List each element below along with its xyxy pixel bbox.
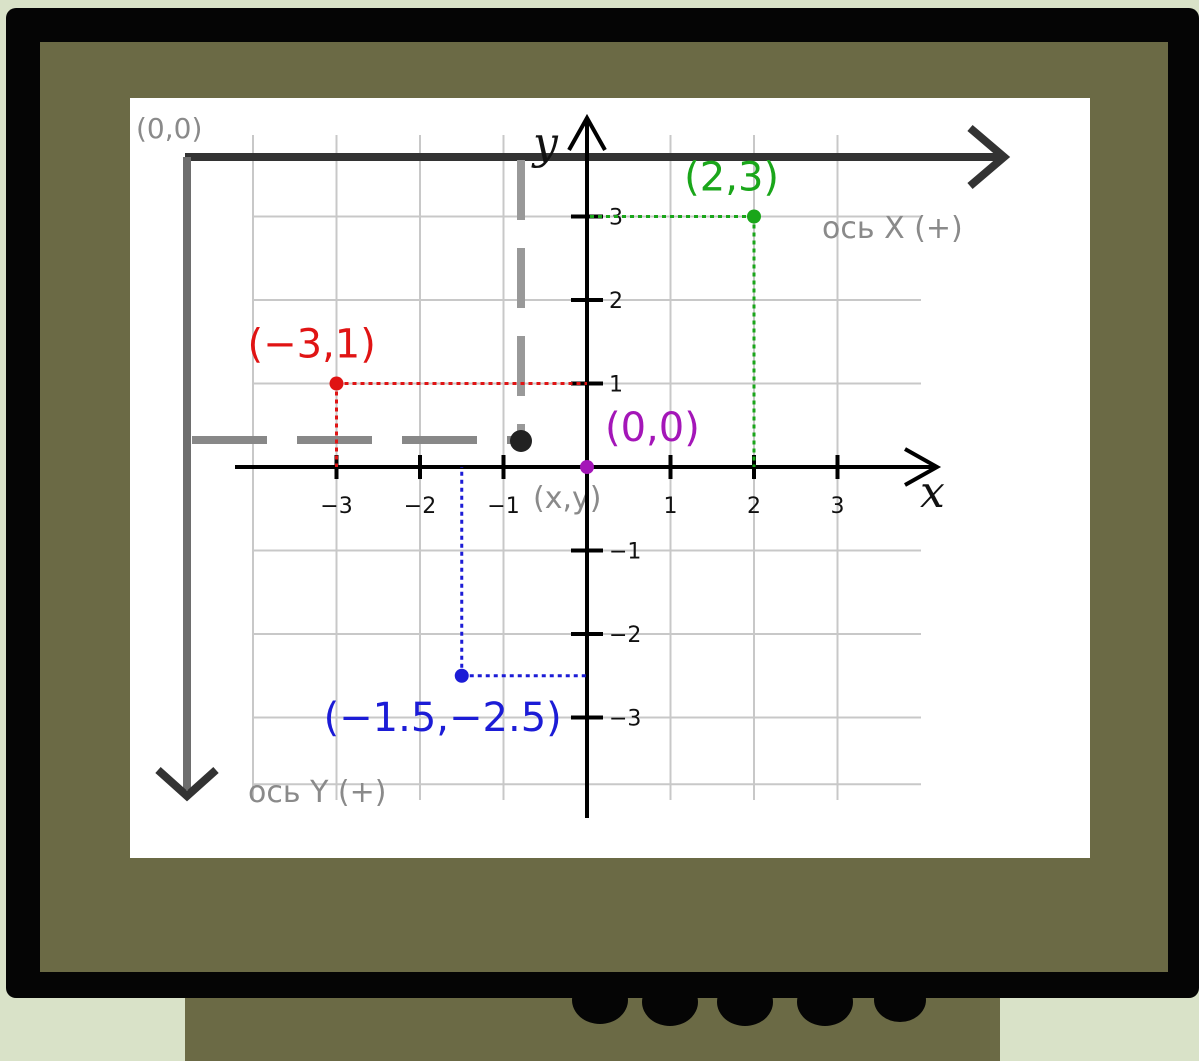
screen-origin-label: (0,0) [136, 112, 202, 145]
x-tick-label: −1 [487, 494, 519, 519]
data-point [747, 209, 761, 224]
x-tick-label: −3 [320, 494, 352, 519]
point-guide-line [587, 215, 756, 467]
point-guides [335, 215, 756, 678]
point-label: (2,3) [684, 155, 779, 201]
screen-x-axis-label: ось X (+) [822, 211, 963, 246]
x-tick-label: 3 [831, 494, 845, 519]
monitor-screen [130, 98, 1090, 858]
point-guide-line [460, 467, 587, 678]
y-tick-label: −2 [609, 623, 641, 648]
cartesian-x-arrowhead [904, 447, 942, 487]
point-guide-line [335, 382, 587, 467]
pixel-point-label: (x,y) [533, 481, 601, 516]
screen-y-arrowhead [155, 767, 219, 802]
point-label: (−3,1) [248, 322, 376, 368]
data-point [454, 668, 469, 683]
screen-x-arrowhead [967, 124, 1011, 190]
cartesian-y-arrowhead [567, 113, 607, 151]
cartesian-y-axis-name: y [531, 118, 559, 169]
data-point [580, 460, 594, 474]
cartesian-x-axis-name: x [920, 467, 945, 518]
x-tick-label: 1 [664, 494, 678, 519]
data-point [329, 376, 344, 391]
y-tick-label: 2 [609, 289, 623, 314]
y-tick-label: −1 [609, 540, 641, 565]
points: (2,3) (−3,1) (0,0) (−1.5,−2.5) [248, 155, 780, 741]
pixel-point [510, 430, 532, 452]
x-tick-label: −2 [404, 494, 436, 519]
y-tick-label: −3 [609, 707, 641, 732]
y-tick-label: 1 [609, 373, 623, 398]
x-tick-label: 2 [747, 494, 761, 519]
point-label: (0,0) [605, 405, 700, 451]
screen-coordinate-overlay: (0,0) ось X (+) ось Y (+) (x,y) [136, 112, 1011, 810]
screen-y-axis-label: ось Y (+) [248, 775, 386, 810]
point-label: (−1.5,−2.5) [324, 695, 562, 741]
